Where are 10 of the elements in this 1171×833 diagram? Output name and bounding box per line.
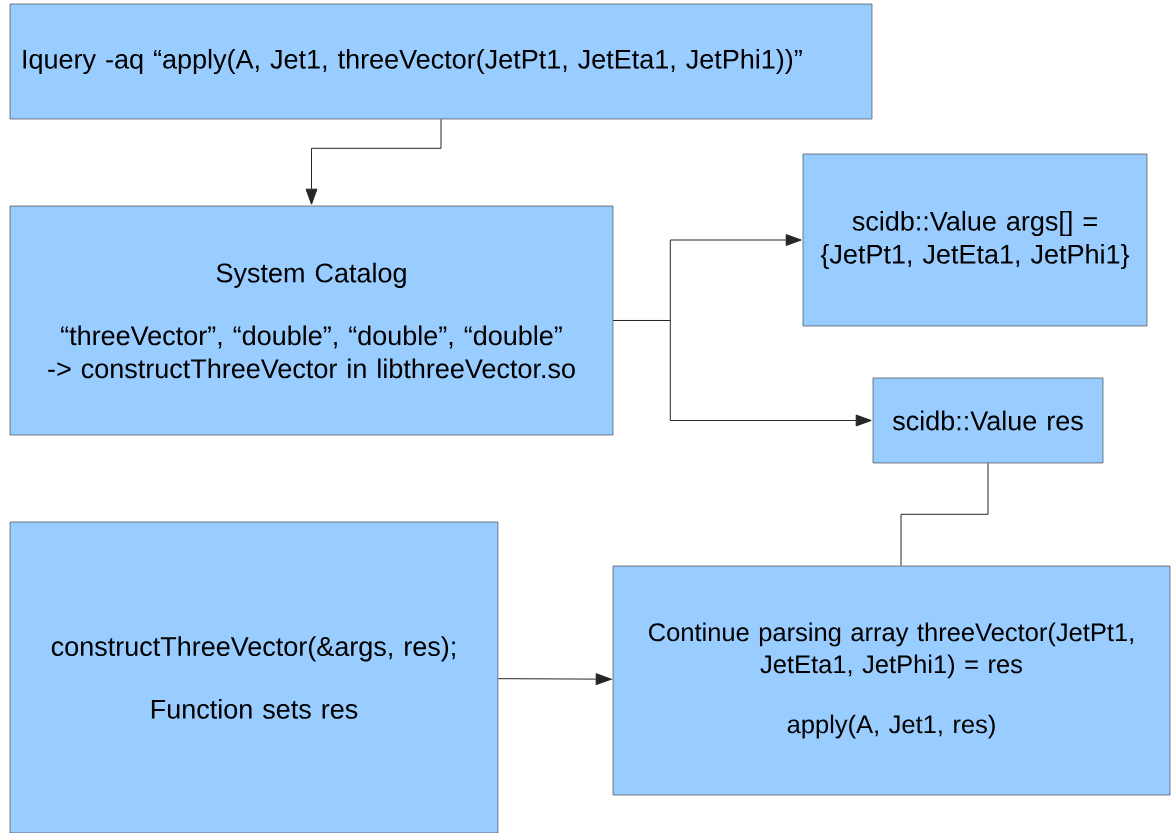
process-box: scidb::Value args[] = {JetPt1, JetEta1, JetPhi1} xyxy=(802,153,1148,327)
process-box: Continue parsing array threeVector(JetPt1, JetEta1, JetPhi1) = res apply(A, Jet1, res) xyxy=(612,565,1171,796)
arrow xyxy=(305,118,442,205)
process-box: constructThreeVector(&args, res); Function sets res xyxy=(9,521,499,833)
connector-line xyxy=(900,462,989,567)
arrow xyxy=(497,673,612,686)
process-box: System Catalog “threeVector”, “double”, “double”, “double” -> constructThreeVector in libthreeVector.so xyxy=(9,205,614,436)
process-box: Iquery -aq “apply(A, Jet1, threeVector(JetPt1, JetEta1, JetPhi1))” xyxy=(9,3,873,120)
process-box: scidb::Value res xyxy=(872,377,1104,464)
arrow xyxy=(612,320,872,427)
